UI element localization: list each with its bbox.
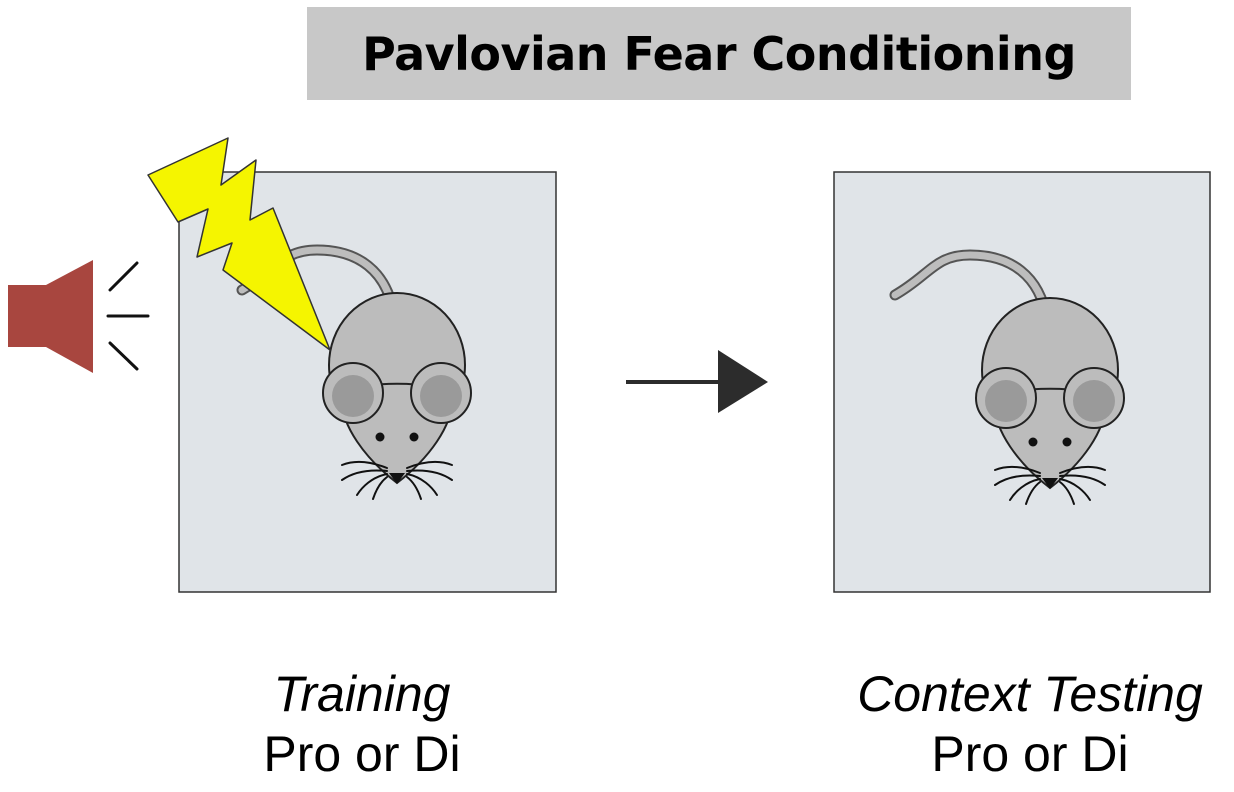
- training-label: Training Pro or Di: [162, 664, 562, 784]
- testing-drug-label: Pro or Di: [830, 724, 1230, 784]
- arrow-right-icon: [626, 350, 768, 413]
- testing-phase-label: Context Testing: [830, 664, 1230, 724]
- speaker-icon: [8, 260, 148, 373]
- training-drug-label: Pro or Di: [162, 724, 562, 784]
- testing-label: Context Testing Pro or Di: [830, 664, 1230, 784]
- training-phase-label: Training: [162, 664, 562, 724]
